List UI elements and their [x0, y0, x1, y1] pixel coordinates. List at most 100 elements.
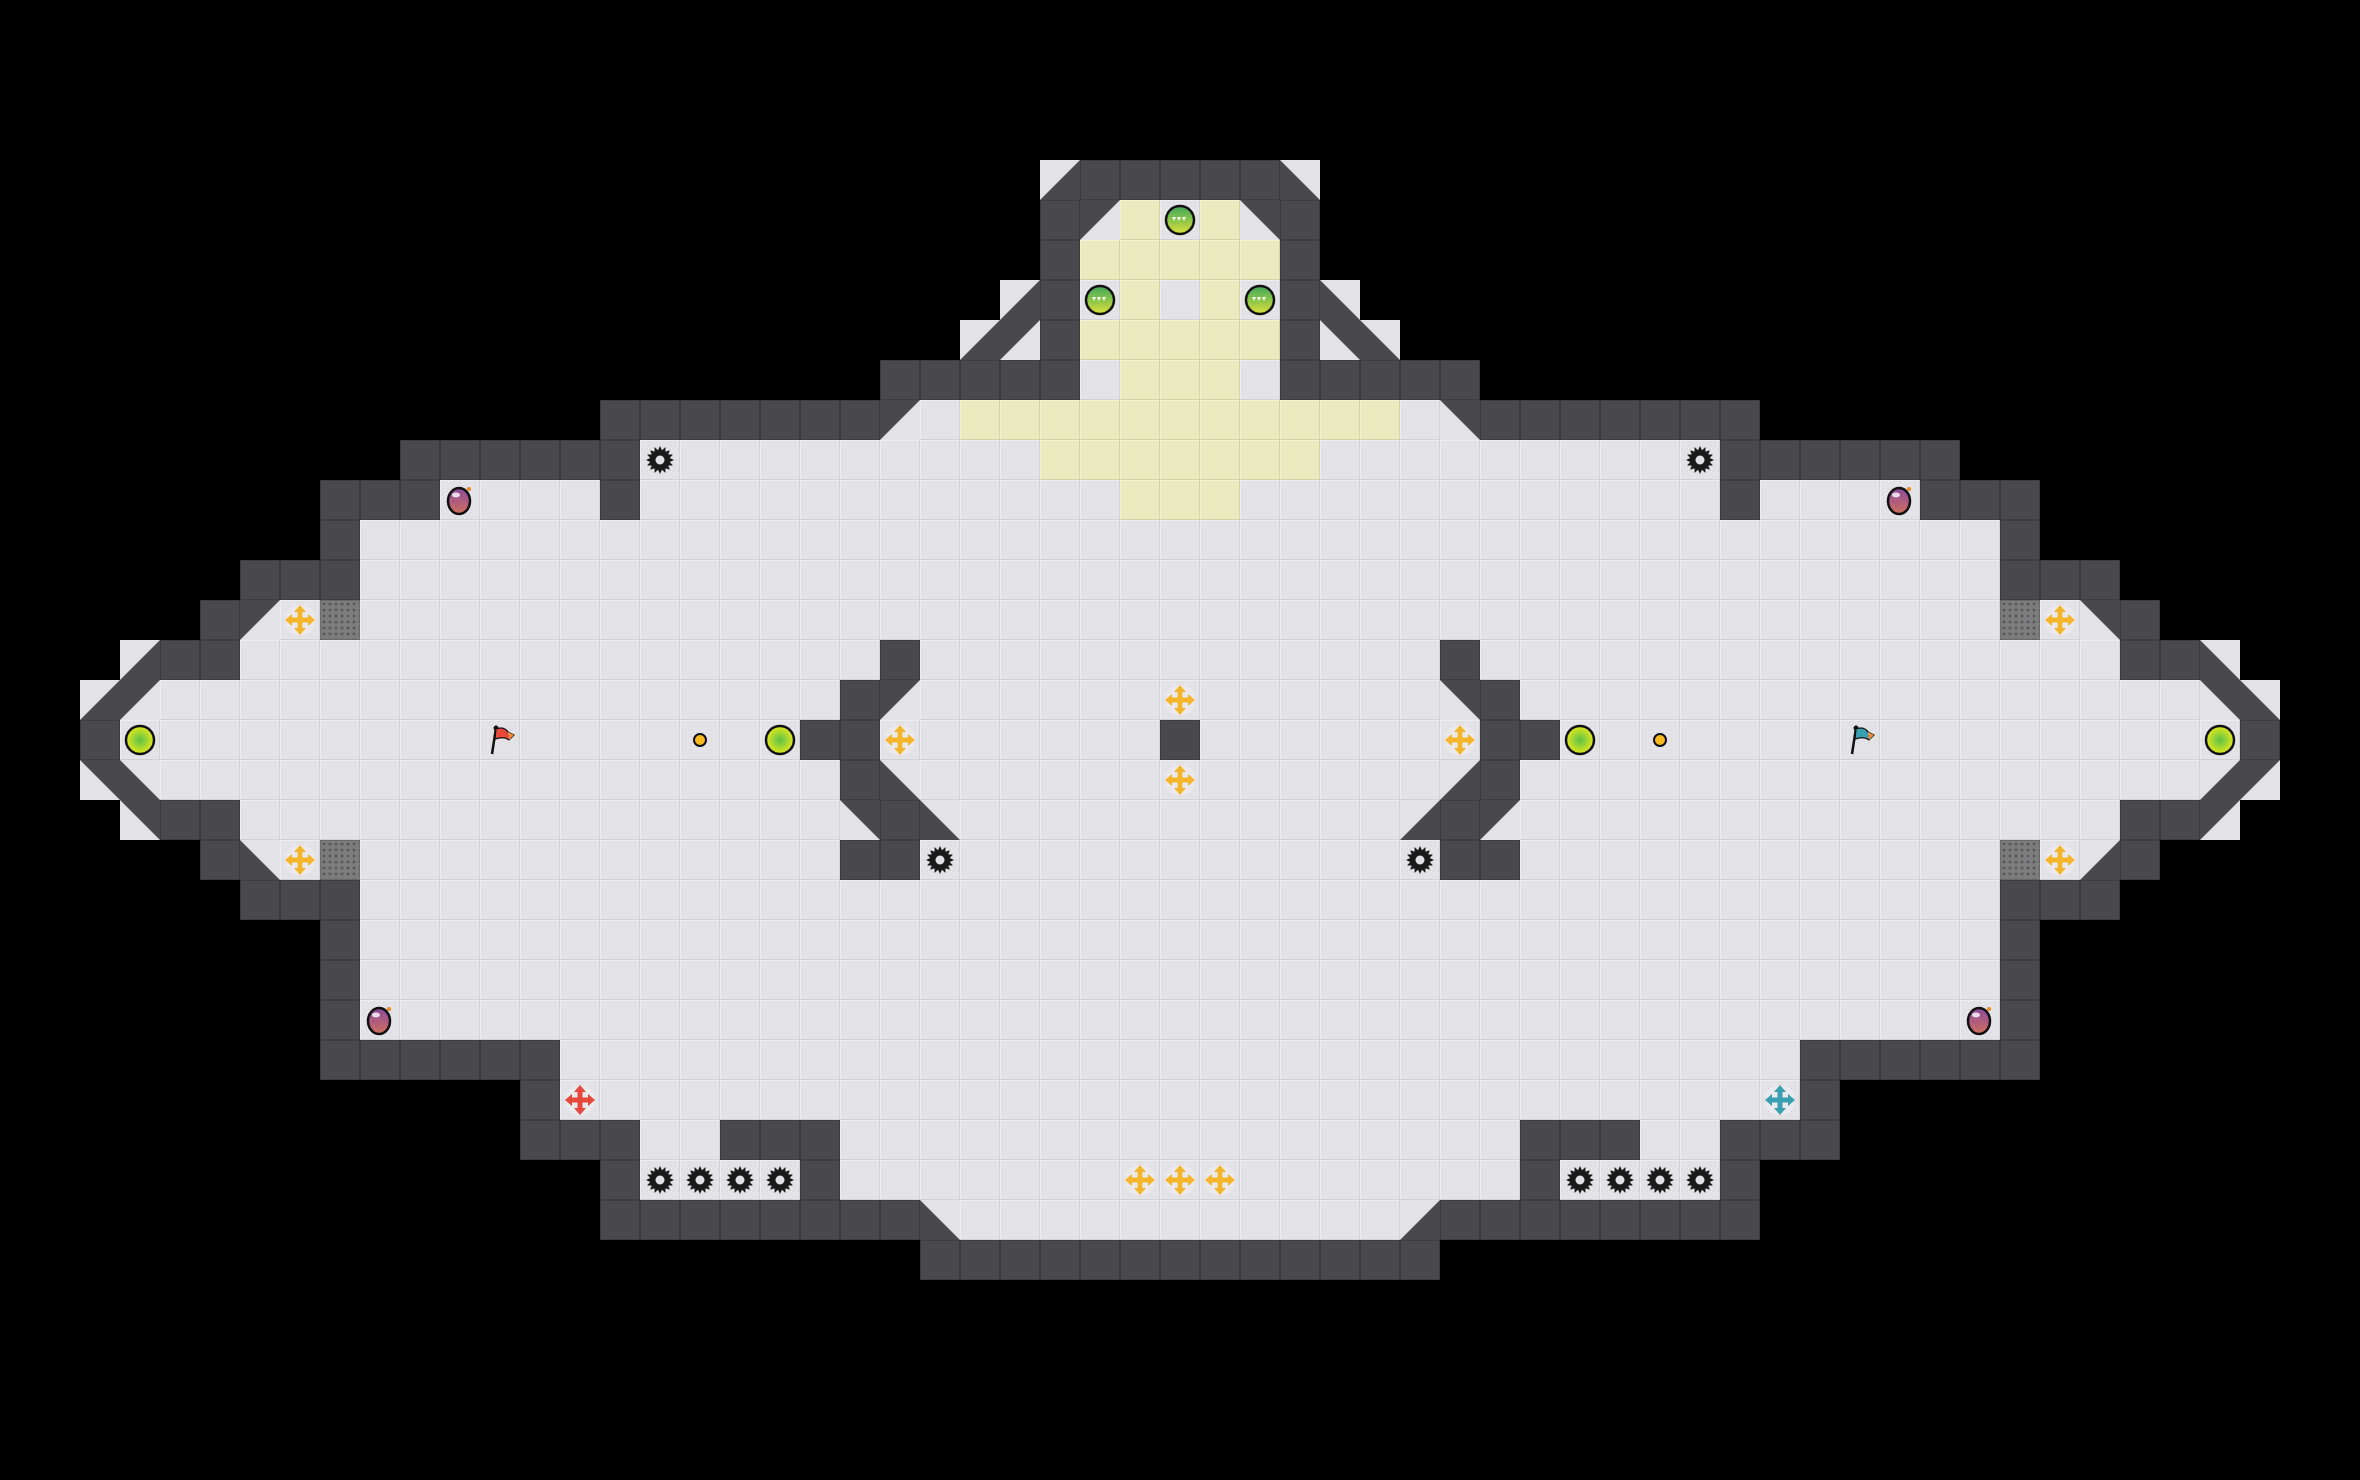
floor-tile: [1000, 1000, 1040, 1040]
floor-tile: [1760, 1000, 1800, 1040]
floor-tile: [480, 520, 520, 560]
diagonal-wall-tile: [1320, 280, 1360, 320]
diagonal-wall-tile: [240, 600, 280, 640]
floor-tile: [1600, 1000, 1640, 1040]
spike-icon: [1400, 840, 1440, 880]
neutral-zone-tile: [1200, 440, 1240, 480]
portal-icon[interactable]: [1560, 720, 1600, 760]
floor-tile: [400, 600, 440, 640]
wall-triangle: [120, 640, 160, 680]
floor-tile: [960, 880, 1000, 920]
floor-tile: [1160, 600, 1200, 640]
floor-tile: [1040, 680, 1080, 720]
wall-tile: [1280, 240, 1320, 280]
floor-tile: [680, 600, 720, 640]
floor-tile: [1240, 560, 1280, 600]
floor-tile: [1760, 840, 1800, 880]
floor-tile: [400, 640, 440, 680]
floor-tile: [1520, 680, 1560, 720]
floor-tile: [840, 1160, 880, 1200]
wall-triangle: [120, 760, 160, 800]
floor-tile: [1760, 1040, 1800, 1080]
wall-tile: [360, 480, 400, 520]
wall-tile: [1680, 1200, 1720, 1240]
wall-tile: [760, 400, 800, 440]
floor-tile: [1240, 1040, 1280, 1080]
floor-tile: [600, 920, 640, 960]
floor-tile: [1080, 680, 1120, 720]
portal-icon[interactable]: [120, 720, 160, 760]
floor-tile: [1560, 800, 1600, 840]
floor-tile: [520, 560, 560, 600]
floor-tile: [1960, 960, 2000, 1000]
floor-tile: [1240, 1080, 1280, 1120]
portal-icon[interactable]: [2200, 720, 2240, 760]
floor-tile: [1720, 1000, 1760, 1040]
floor-tile: [1520, 880, 1560, 920]
portal-icon[interactable]: [760, 720, 800, 760]
floor-tile: [360, 720, 400, 760]
booster-icon: [1165, 685, 1195, 715]
floor-tile: [1040, 1200, 1080, 1240]
floor-tile: [360, 760, 400, 800]
wall-tile: [920, 360, 960, 400]
floor-tile: [1120, 520, 1160, 560]
wall-tile: [880, 800, 920, 840]
floor-tile: [1040, 1080, 1080, 1120]
floor-tile: [1880, 680, 1920, 720]
wall-tile: [840, 680, 880, 720]
floor-tile: [1040, 720, 1080, 760]
floor-tile: [560, 920, 600, 960]
wall-triangle: [1000, 320, 1040, 360]
floor-tile: [1040, 920, 1080, 960]
floor-tile: [960, 480, 1000, 520]
wall-tile: [1440, 800, 1480, 840]
floor-tile: [1560, 480, 1600, 520]
floor-tile: [1400, 1000, 1440, 1040]
floor-tile: [960, 1200, 1000, 1240]
wall-tile: [1280, 320, 1320, 360]
floor-tile: [1040, 480, 1080, 520]
floor-tile: [160, 760, 200, 800]
floor-tile: [1800, 1000, 1840, 1040]
floor-tile: [1520, 560, 1560, 600]
red-flag-icon[interactable]: [480, 720, 520, 760]
wall-tile: [200, 600, 240, 640]
floor-tile: [1400, 1120, 1440, 1160]
floor-tile: [840, 1040, 880, 1080]
floor-tile: [1040, 1160, 1080, 1200]
floor-tile: [1720, 760, 1760, 800]
token-icon: [1653, 733, 1667, 747]
floor-tile: [1920, 840, 1960, 880]
wall-tile: [560, 1120, 600, 1160]
wall-triangle: [2200, 800, 2240, 840]
wall-tile: [1040, 1240, 1080, 1280]
floor-tile: [1400, 880, 1440, 920]
floor-tile: [880, 1040, 920, 1080]
wall-tile: [600, 480, 640, 520]
floor-tile: [1280, 1120, 1320, 1160]
floor-tile: [640, 480, 680, 520]
floor-tile: [880, 600, 920, 640]
floor-tile: [920, 640, 960, 680]
floor-tile: [1160, 1080, 1200, 1120]
wall-triangle: [2200, 760, 2240, 800]
floor-tile: [560, 720, 600, 760]
floor-tile: [920, 560, 960, 600]
floor-tile: [1600, 920, 1640, 960]
floor-tile: [1200, 520, 1240, 560]
floor-tile: [560, 640, 600, 680]
floor-tile: [800, 520, 840, 560]
booster-icon: [1120, 1160, 1160, 1200]
wall-tile: [1520, 1120, 1560, 1160]
floor-tile: [1760, 680, 1800, 720]
floor-tile: [1200, 880, 1240, 920]
wall-tile: [2160, 640, 2200, 680]
wall-tile: [1000, 360, 1040, 400]
floor-tile: [640, 840, 680, 880]
floor-tile: [160, 680, 200, 720]
blue-flag-icon[interactable]: [1840, 720, 1880, 760]
floor-tile: [2080, 720, 2120, 760]
floor-tile: [680, 880, 720, 920]
